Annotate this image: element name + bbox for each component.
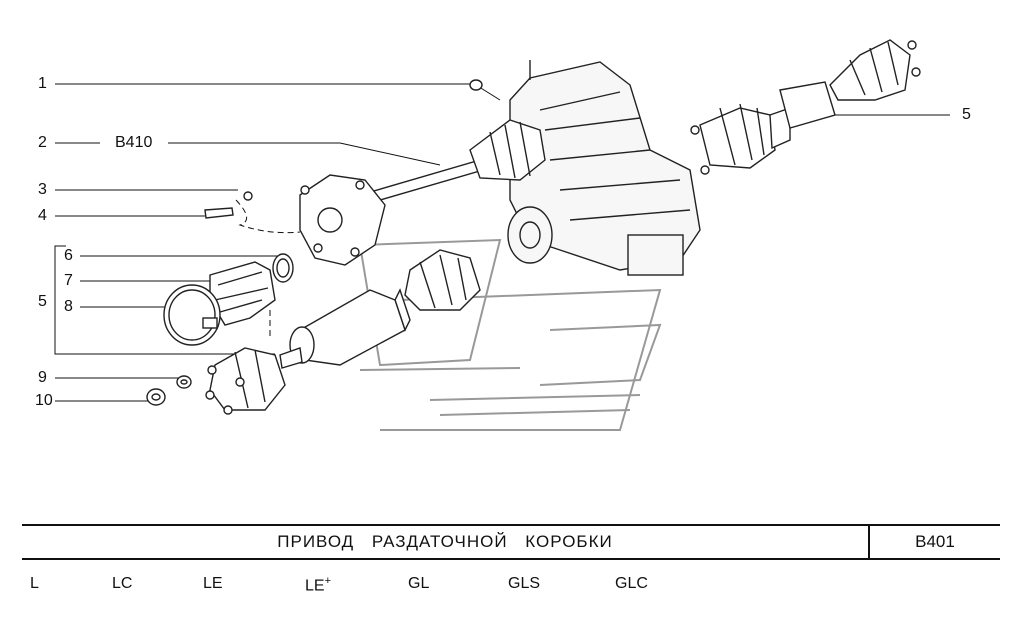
diagram-code: B401 [915, 532, 955, 551]
variant-glc: GLC [615, 575, 648, 592]
variant-le-plus-label: LE [305, 577, 325, 595]
callout-2-ref: B410 [115, 134, 153, 151]
variant-gls: GLS [508, 575, 541, 592]
boot-and-clamps [146, 253, 294, 406]
variant-le-plus-suffix: + [324, 575, 332, 587]
variant-le: LE [203, 575, 223, 592]
diagram-title: ПРИВОД РАЗДАТОЧНОЙ КОРОБКИ [277, 532, 613, 551]
variant-le-plus: LE+ [305, 575, 331, 595]
callout-4: 4 [38, 207, 47, 224]
front-shaft [359, 79, 546, 206]
exploded-view-drawing [54, 39, 950, 431]
callout-6: 6 [64, 247, 73, 264]
transfer-case [507, 60, 701, 276]
callout-5-left: 5 [38, 293, 47, 310]
callout-10: 10 [35, 392, 53, 409]
callout-7: 7 [64, 272, 73, 289]
callout-2: 2 [38, 134, 47, 151]
right-drive-shaft [690, 39, 921, 175]
flange-coupling [204, 174, 386, 266]
callout-5-right: 5 [962, 106, 971, 123]
callout-3: 3 [38, 181, 47, 198]
callout-1: 1 [38, 75, 47, 92]
callout-8: 8 [64, 298, 73, 315]
variant-l: L [30, 575, 39, 592]
leader-lines [54, 83, 950, 402]
title-bar: ПРИВОД РАЗДАТОЧНОЙ КОРОБКИ B401 [22, 524, 1000, 560]
variant-lc: LC [112, 575, 133, 592]
callout-9: 9 [38, 369, 47, 386]
variant-gl: GL [408, 575, 430, 592]
left-drive-shaft [205, 249, 481, 415]
title-divider [868, 526, 870, 558]
